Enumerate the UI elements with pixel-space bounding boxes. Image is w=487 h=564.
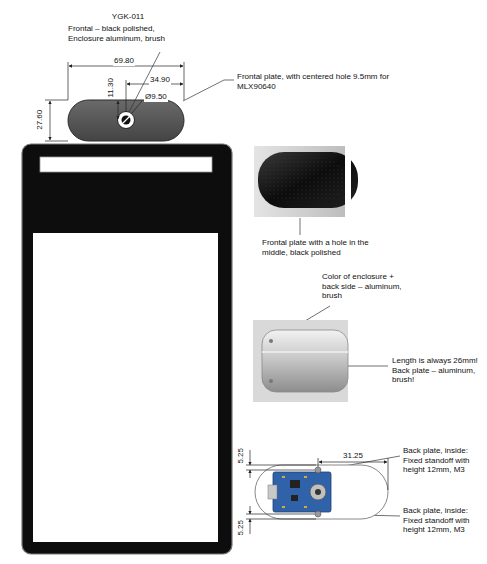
dimension: 11.30 <box>106 77 116 98</box>
callout-note: Back plate, inside: Fixed standoff with … <box>403 506 483 535</box>
dimension: Ø9.50 <box>144 92 168 102</box>
dimension: 27.60 <box>35 109 45 131</box>
dimension: 34.90 <box>149 75 171 85</box>
enclosure-photo <box>262 330 348 392</box>
sensor-can <box>310 484 326 500</box>
dimension-lines <box>45 62 184 141</box>
part-number: YGK-011 <box>98 12 158 22</box>
frontal-plate-photo <box>258 152 358 208</box>
dimension: 69.80 <box>113 56 135 66</box>
callout-note: Length is always 26mm! Back plate – alum… <box>392 356 482 385</box>
dimension: 5.25 <box>236 519 246 537</box>
back-plate <box>255 465 388 519</box>
finish-note: Frontal – black polished, Enclosure alum… <box>68 24 180 43</box>
standoff <box>315 467 321 473</box>
back-dimensions <box>246 450 388 534</box>
dimension: 5.25 <box>236 447 246 465</box>
photo-enclosure <box>253 320 348 402</box>
top-slot <box>40 157 212 172</box>
tablet-body <box>22 144 232 554</box>
dimension: 31.25 <box>342 451 364 461</box>
callout-note: Frontal plate with a hole in the middle,… <box>262 238 372 257</box>
callout-note: Frontal plate, with centered hole 9.5mm … <box>237 72 397 91</box>
sensor-lens <box>122 116 131 125</box>
sensor-hole <box>118 112 135 129</box>
callout-note: Color of enclosure + back side – aluminu… <box>322 272 408 301</box>
callout-note: Back plate, inside: Fixed standoff with … <box>403 446 483 475</box>
hole-mark <box>121 115 131 125</box>
pcb <box>273 472 331 512</box>
standoff <box>315 511 321 517</box>
screen <box>33 233 218 542</box>
